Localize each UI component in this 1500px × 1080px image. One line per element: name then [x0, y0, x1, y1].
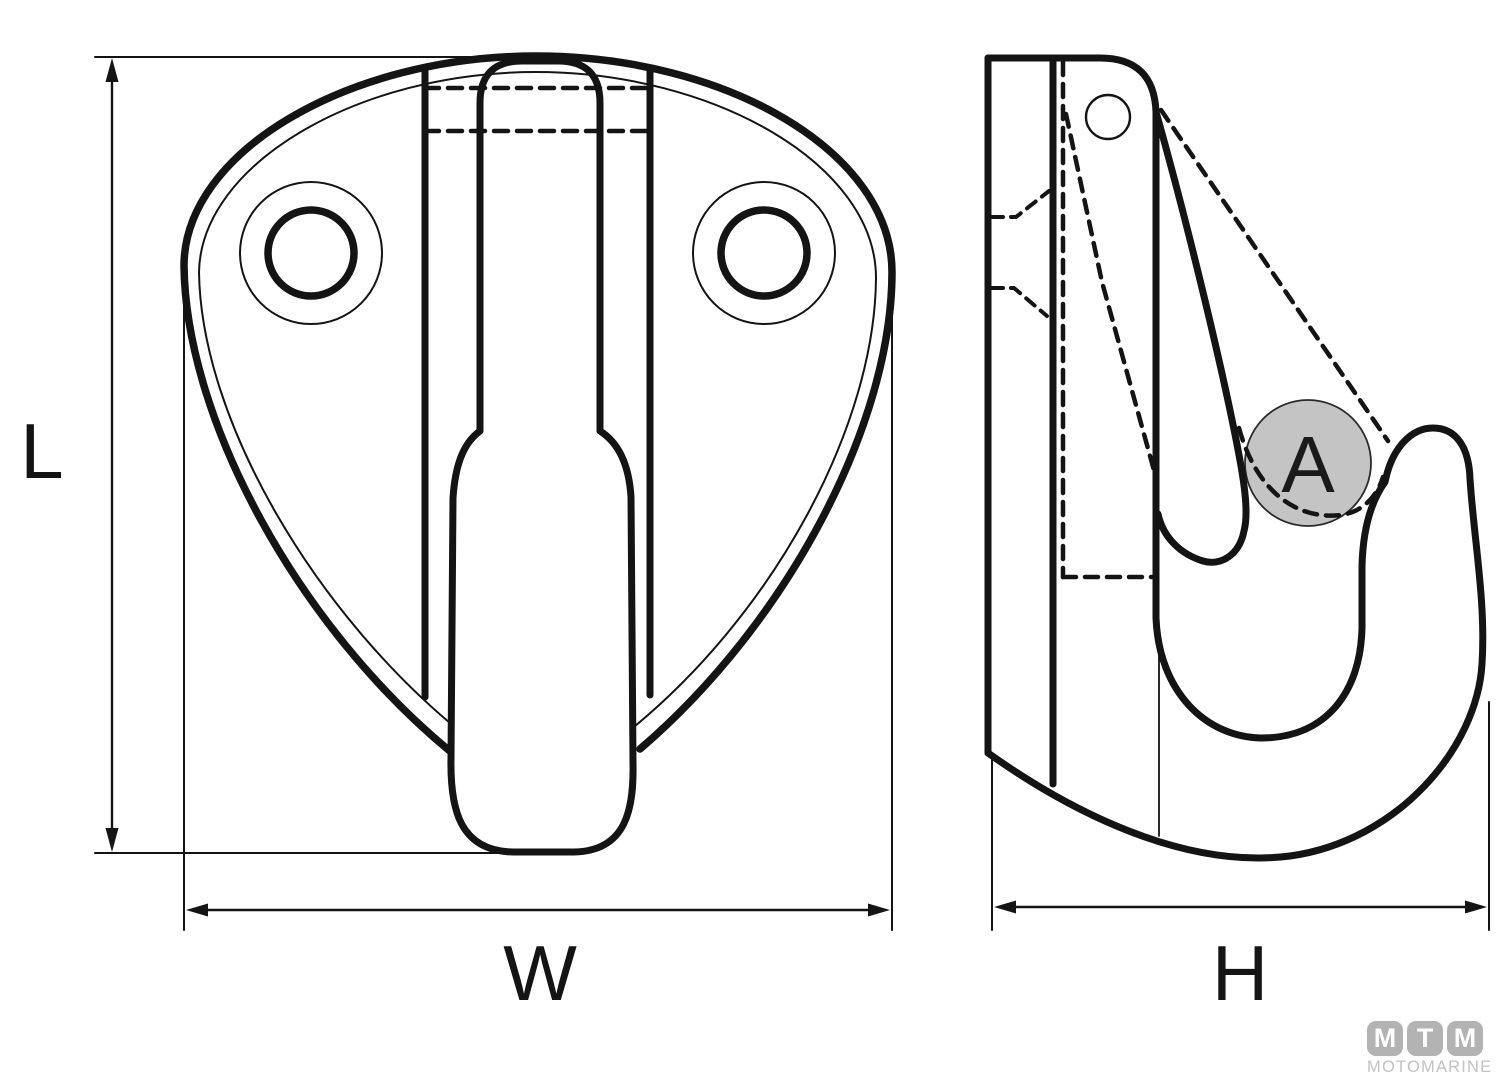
hook-shank-front	[476, 57, 604, 437]
logo-tile-m1: M	[1367, 1021, 1403, 1056]
hidden-opening-arc	[1236, 425, 1386, 518]
arrowhead-W-left	[186, 903, 208, 917]
dimension-lines	[105, 58, 1487, 917]
arrowhead-H-right	[1465, 900, 1487, 914]
logo-tile-m2: M	[1447, 1021, 1483, 1056]
logo-tile-t: T	[1407, 1021, 1443, 1056]
hook-tip-front-fill	[450, 431, 634, 852]
arrowhead-L-bottom	[105, 828, 119, 852]
hook-tip-front	[447, 427, 637, 856]
arrowhead-W-right	[868, 903, 890, 917]
hook-mouth-edge	[1152, 108, 1250, 566]
logo-tiles: M T M	[1367, 1021, 1489, 1056]
hidden-countersink-lower	[990, 286, 1049, 318]
hook-profile-outline	[984, 54, 1487, 862]
mounting-hole-left	[264, 206, 358, 300]
plate-inner-contour-front	[198, 71, 877, 734]
hidden-tip-edge	[1158, 107, 1391, 444]
opening-label: A	[1281, 420, 1335, 509]
plate-outline-front	[180, 52, 896, 756]
mtm-motomarine-logo: M T M MOTOMARINE	[1367, 1021, 1493, 1077]
logo-subtitle: MOTOMARINE	[1367, 1058, 1493, 1076]
countersink-left	[239, 181, 383, 325]
arrowhead-H-left	[994, 900, 1016, 914]
hole-side-view	[1084, 93, 1132, 141]
dimension-label-length: L	[20, 407, 63, 495]
hidden-countersink-upper	[990, 189, 1051, 219]
dimension-label-height: H	[1212, 929, 1268, 1017]
dimension-label-width: W	[503, 929, 577, 1017]
mounting-hole-right	[717, 206, 811, 300]
arrowhead-L-top	[105, 58, 119, 82]
side-view-drawing	[984, 54, 1490, 931]
hidden-shank-edge	[1063, 111, 1158, 477]
countersink-right	[692, 181, 836, 325]
front-view-drawing	[94, 52, 896, 931]
